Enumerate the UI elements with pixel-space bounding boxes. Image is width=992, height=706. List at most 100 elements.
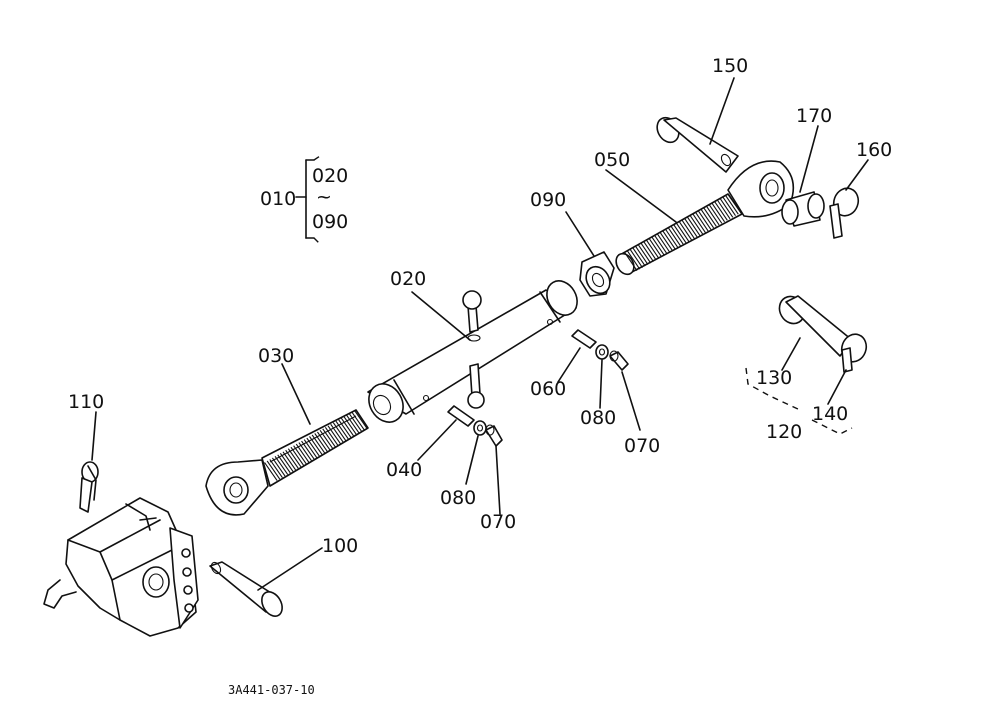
thread-line <box>651 236 665 256</box>
thread-line <box>640 242 654 262</box>
label-080-lower: 080 <box>440 487 476 509</box>
thread-line <box>277 454 291 474</box>
thread-line <box>293 445 307 465</box>
thread-line <box>303 439 318 458</box>
thread-line <box>629 249 643 268</box>
thread-line <box>346 414 360 434</box>
thread-line <box>698 210 712 230</box>
label-100: 100 <box>322 535 358 557</box>
thread-line <box>324 426 339 446</box>
thread-line <box>722 197 736 217</box>
thread-line <box>287 448 302 468</box>
label-060: 060 <box>530 378 566 400</box>
grease-bolt-040 <box>447 405 475 427</box>
label-140: 140 <box>812 403 848 425</box>
thread-line <box>632 247 646 267</box>
thread-line <box>301 440 315 460</box>
leader-lines <box>91 77 869 591</box>
thread-line <box>662 230 676 250</box>
thread-line <box>637 244 652 264</box>
mounting-bracket <box>43 497 199 637</box>
rod-end-050 <box>615 160 795 276</box>
thread-line <box>643 241 657 261</box>
thread-line <box>717 200 731 220</box>
thread-line <box>648 238 663 258</box>
thread-line <box>725 195 739 215</box>
thread-line <box>695 212 709 232</box>
thread-line <box>322 428 336 448</box>
label-070-upper: 070 <box>624 435 660 457</box>
thread-line <box>285 449 299 469</box>
lynch-pin-110 <box>79 461 99 513</box>
assembly-bracket-010 <box>295 155 321 245</box>
label-050: 050 <box>594 149 630 171</box>
washer-080-upper <box>595 344 609 360</box>
thread-line <box>309 436 323 455</box>
label-040: 040 <box>386 459 422 481</box>
thread-line <box>624 252 638 271</box>
thread-line <box>626 250 641 270</box>
part-labels: 010 020 ~ 090 020 030 040 050 060 070 07… <box>68 55 892 697</box>
thread-lines-030 <box>264 410 368 481</box>
thread-line <box>700 209 715 229</box>
label-range-tilde: ~ <box>316 186 332 208</box>
thread-line <box>676 223 690 242</box>
label-170: 170 <box>796 105 832 127</box>
label-080-upper: 080 <box>580 407 616 429</box>
label-110: 110 <box>68 391 104 413</box>
thread-line <box>298 442 312 462</box>
thread-line <box>330 423 344 443</box>
pin-150 <box>656 116 739 173</box>
drawing-reference-code: 3A441-037-10 <box>228 683 315 697</box>
thread-line <box>709 204 723 224</box>
thread-line <box>703 207 717 227</box>
label-range-end-090: 090 <box>312 211 348 233</box>
turnbuckle-body-020 <box>367 280 578 423</box>
thread-line <box>269 459 283 478</box>
thread-line <box>335 420 350 440</box>
grease-bolt-060 <box>571 329 597 349</box>
thread-line <box>706 206 720 226</box>
thread-line <box>681 220 695 239</box>
label-150: 150 <box>712 55 748 77</box>
thread-line <box>271 457 286 477</box>
grease-nipple-070-lower <box>485 424 503 447</box>
thread-line <box>314 433 328 452</box>
thread-line <box>282 451 297 471</box>
thread-line <box>665 229 679 249</box>
lynch-pin-140 <box>840 333 868 373</box>
thread-line <box>279 452 294 472</box>
pin-100 <box>209 561 283 617</box>
label-range-start-020: 020 <box>312 165 348 187</box>
assembly-bracket-120 <box>745 367 853 435</box>
thread-line <box>654 235 668 255</box>
thread-line <box>635 245 649 265</box>
thread-line <box>348 413 363 432</box>
thread-line <box>338 419 352 439</box>
lynch-pin-160 <box>829 187 860 239</box>
thread-line <box>711 203 726 223</box>
thread-line <box>684 218 698 238</box>
label-130: 130 <box>756 367 792 389</box>
thread-line <box>673 224 687 244</box>
thread-line <box>306 437 320 457</box>
thread-line <box>264 462 278 481</box>
label-090: 090 <box>530 189 566 211</box>
label-010: 010 <box>260 188 296 210</box>
thread-line <box>290 446 305 466</box>
grease-nipple-070-upper <box>609 350 629 371</box>
thread-line <box>340 417 355 437</box>
thread-line <box>316 431 331 451</box>
thread-line <box>687 216 701 236</box>
thread-line <box>274 456 289 475</box>
label-070-lower: 070 <box>480 511 516 533</box>
thread-line <box>667 227 682 247</box>
thread-line <box>332 422 347 442</box>
thread-line <box>319 430 334 449</box>
thread-line <box>266 460 281 480</box>
thread-line <box>670 226 684 246</box>
thread-line <box>692 213 706 233</box>
thread-line <box>678 221 693 241</box>
